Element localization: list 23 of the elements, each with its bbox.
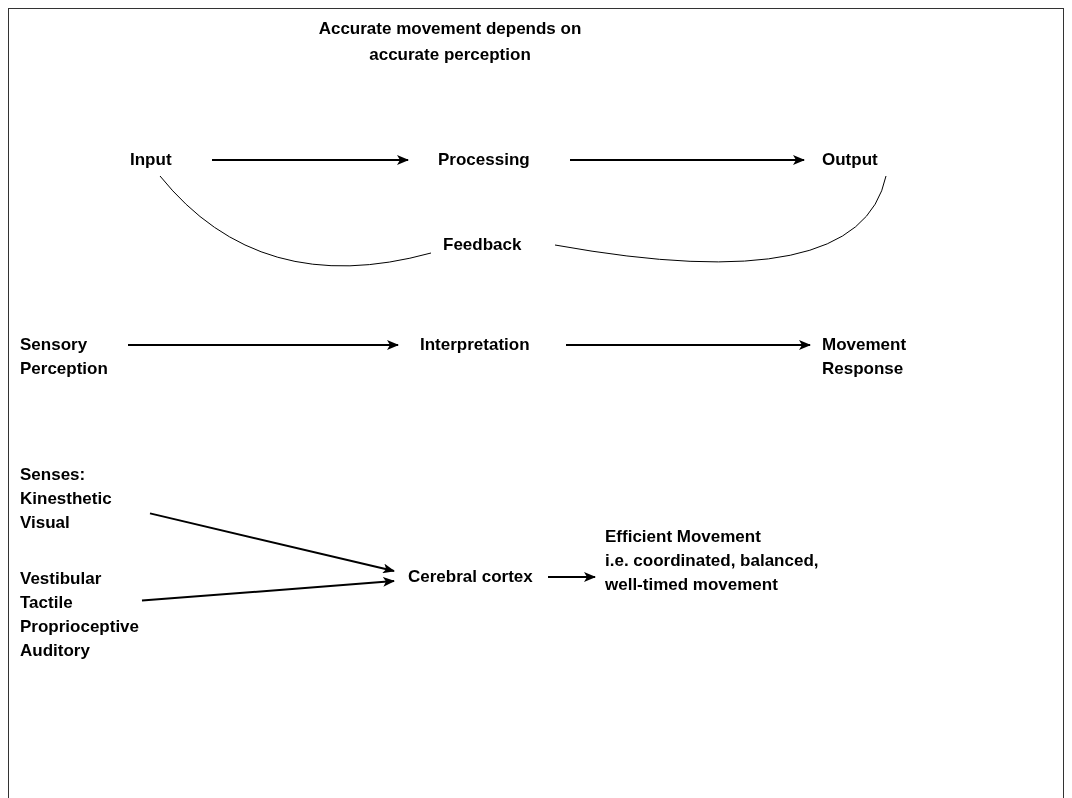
node-label: Senses: [20, 464, 87, 486]
arrow [141, 576, 395, 602]
arrow [211, 155, 409, 165]
feedback-curve [159, 175, 432, 267]
node-label: Vestibular Tactile Proprioceptive Auditory [20, 568, 141, 662]
node-label: Kinesthetic Visual [20, 488, 113, 534]
arrow [565, 340, 811, 350]
node-label: Interpretation [420, 334, 531, 356]
node-label: Input [130, 149, 173, 171]
node-label: Processing [438, 149, 531, 171]
node-label: Feedback [443, 234, 523, 256]
node-label: Cerebral cortex [408, 566, 534, 588]
node-label: Movement Response [822, 334, 908, 380]
feedback-curve [554, 175, 887, 263]
arrow [569, 155, 805, 165]
node-label: i.e. coordinated, balanced, well-timed movement [605, 550, 820, 596]
node-label: Efficient Movement [605, 526, 762, 548]
arrow [149, 512, 395, 574]
node-label: Sensory Perception [20, 334, 109, 380]
title: Accurate movement depends on accurate perception [317, 18, 583, 66]
arrow [547, 572, 596, 582]
node-label: Output [822, 149, 879, 171]
arrow [127, 340, 399, 350]
